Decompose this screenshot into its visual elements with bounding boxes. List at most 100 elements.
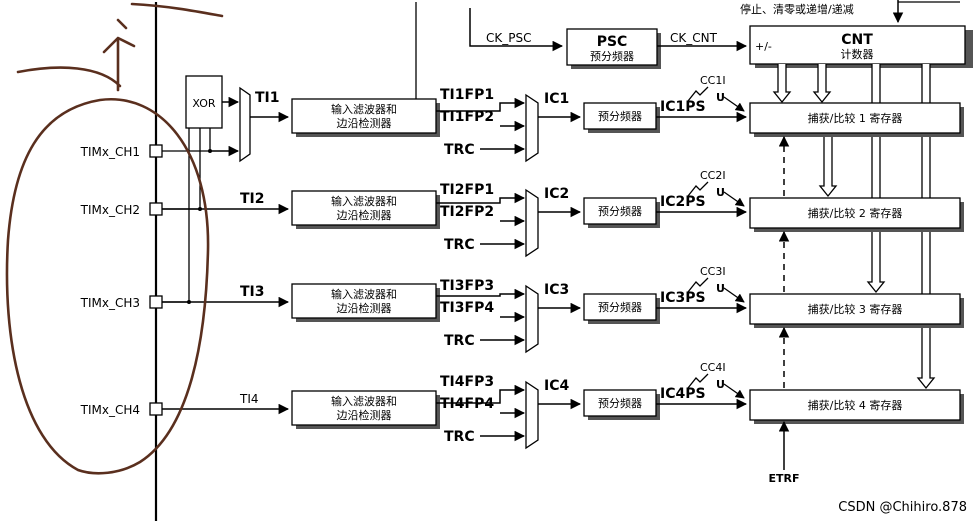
channel-prescaler-label: 预分频器 (598, 204, 642, 218)
filter-label-2: 边沿检测器 (337, 208, 392, 222)
icps-label: IC2PS (660, 194, 706, 210)
ic-label: IC3 (544, 282, 569, 298)
xor-in-ch3 (161, 128, 190, 303)
input-filter-box (291, 283, 437, 319)
ti1-xor-mux (239, 86, 251, 163)
ic-select-mux (525, 380, 539, 450)
hand-stroke-left (16, 66, 122, 88)
filter-label-1: 输入滤波器和 (331, 194, 397, 208)
trc-label: TRC (444, 237, 475, 253)
capture-compare-register (749, 102, 961, 134)
fp-a-label: TI2FP1 (440, 182, 494, 198)
hand-stroke-hook (102, 18, 136, 92)
trc-label: TRC (444, 333, 475, 349)
fp-b-label: TI3FP4 (440, 300, 494, 316)
ck-cnt-label: CK_CNT (670, 31, 718, 45)
hand-stroke-top (130, 2, 224, 18)
channel-prescaler-box (583, 293, 657, 321)
ic-label: IC4 (544, 378, 569, 394)
filter-label-2: 边沿检测器 (337, 301, 392, 315)
input-filter-box (291, 390, 437, 426)
fp-b-label: TI1FP2 (440, 109, 494, 125)
fp-b-label: TI4FP4 (440, 396, 494, 412)
psc-title: PSC (597, 34, 628, 50)
interrupt-zigzag-icon (687, 181, 709, 197)
ic-select-mux (525, 93, 539, 163)
capture-compare-register (749, 293, 961, 325)
cci-label: CC4I (700, 361, 726, 374)
xor-label: XOR (192, 97, 215, 110)
pin-pad (149, 402, 163, 416)
etrf-label: ETRF (768, 472, 799, 485)
pin-label: TIMx_CH4 (80, 403, 140, 417)
hand-drawn-circle (5, 97, 210, 475)
icps-label: IC4PS (660, 386, 706, 402)
pin-label: TIMx_CH2 (80, 203, 140, 217)
cnt-updown: +/- (755, 40, 772, 53)
u-label: U (716, 378, 725, 391)
cci-label: CC2I (700, 169, 726, 182)
input-filter-box (291, 98, 437, 134)
ck-psc-line (469, 8, 564, 52)
fp-a-label: TI4FP3 (440, 374, 494, 390)
trc-label: TRC (444, 429, 475, 445)
filter-label-1: 输入滤波器和 (331, 287, 397, 301)
u-label: U (716, 91, 725, 104)
pin-pad (149, 144, 163, 158)
ic-label: IC1 (544, 91, 569, 107)
channel-prescaler-box (583, 102, 657, 130)
u-label: U (716, 186, 725, 199)
pin-pad (149, 295, 163, 309)
u-label: U (716, 282, 725, 295)
psc-subtitle: 预分频器 (590, 49, 634, 63)
ti-label: TI4 (239, 392, 259, 406)
fp-a-label: TI3FP3 (440, 278, 494, 294)
ti1-label: TI1 (255, 90, 280, 106)
ic-select-mux (525, 284, 539, 354)
csdn-watermark: CSDN @Chihiro.878 (838, 500, 967, 515)
capture-compare-register (749, 389, 961, 421)
channel-prescaler-box (583, 389, 657, 417)
cci-label: CC1I (700, 74, 726, 87)
register-label: 捕获/比较 3 寄存器 (808, 302, 903, 316)
channel-prescaler-label: 预分频器 (598, 300, 642, 314)
filter-label-2: 边沿检测器 (337, 116, 392, 130)
top-control-note: 停止、清零或递增/递减 (740, 2, 854, 16)
psc-box (566, 28, 658, 66)
pin-label: TIMx_CH1 (80, 145, 140, 159)
filter-label-2: 边沿检测器 (337, 408, 392, 422)
input-filter-box (291, 190, 437, 226)
fp-b-label: TI2FP2 (440, 204, 494, 220)
icps-label: IC1PS (660, 99, 706, 115)
cci-label: CC3I (700, 265, 726, 278)
pin-label: TIMx_CH3 (80, 296, 140, 310)
trc-label: TRC (444, 142, 475, 158)
icps-label: IC3PS (660, 290, 706, 306)
interrupt-zigzag-icon (687, 86, 709, 102)
register-label: 捕获/比较 2 寄存器 (808, 206, 903, 220)
cnt-title: CNT (841, 32, 873, 48)
ic-label: IC2 (544, 186, 569, 202)
pin-pad (149, 202, 163, 216)
ic-select-mux (525, 188, 539, 258)
ti-label: TI2 (240, 191, 265, 207)
register-label: 捕获/比较 1 寄存器 (808, 111, 903, 125)
ti-label: TI3 (240, 284, 265, 300)
filter-label-1: 输入滤波器和 (331, 102, 397, 116)
channel-prescaler-label: 预分频器 (598, 109, 642, 123)
interrupt-zigzag-icon (687, 373, 709, 389)
fp-a-label: TI1FP1 (440, 87, 494, 103)
ck-psc-label: CK_PSC (486, 31, 531, 45)
cnt-box (749, 25, 966, 65)
channel-prescaler-box (583, 197, 657, 225)
register-label: 捕获/比较 4 寄存器 (808, 398, 903, 412)
interrupt-zigzag-icon (687, 277, 709, 293)
channel-prescaler-label: 预分频器 (598, 396, 642, 410)
filter-label-1: 输入滤波器和 (331, 394, 397, 408)
